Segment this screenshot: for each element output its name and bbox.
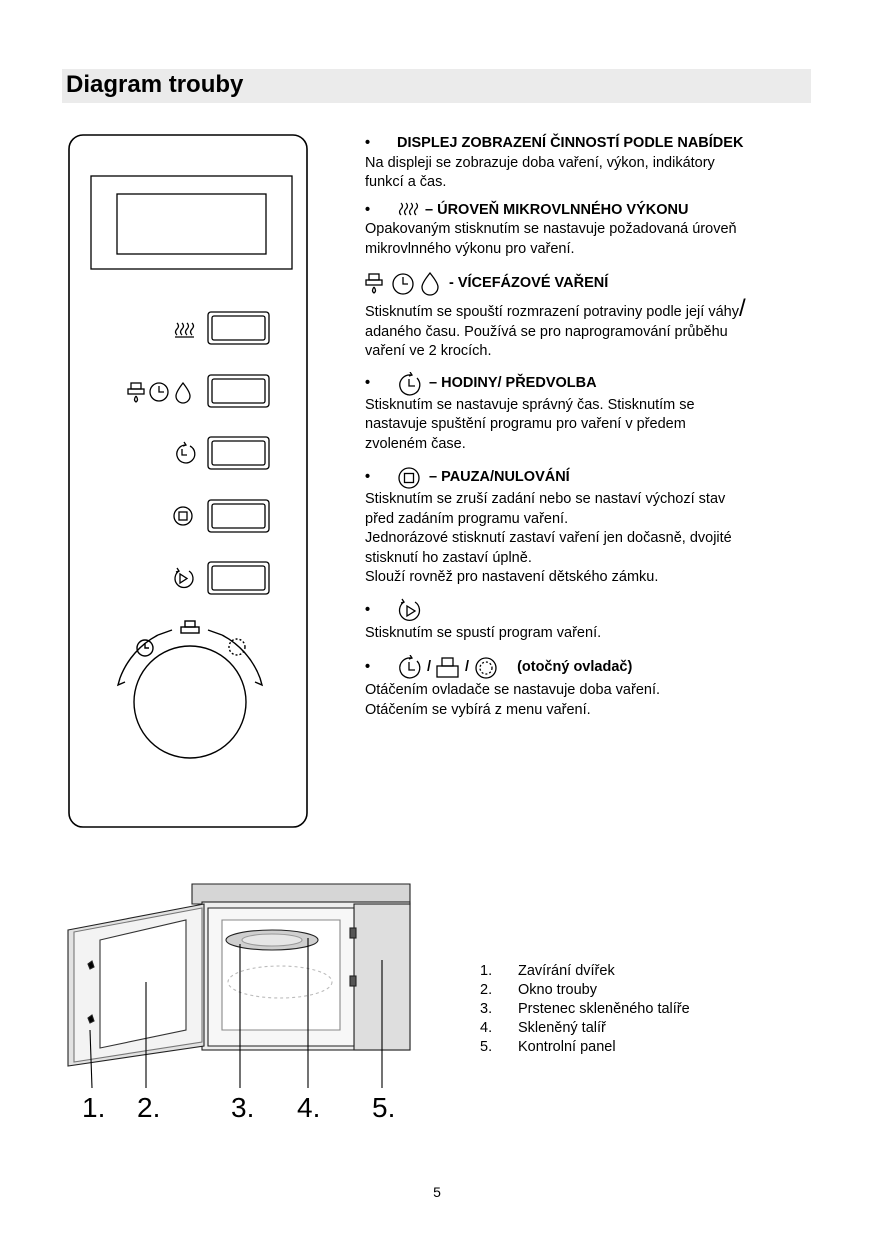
power-button-inner — [211, 315, 266, 341]
clock-button-inner — [211, 440, 266, 466]
title-bar — [62, 69, 811, 103]
callout-2: 2. — [137, 1092, 161, 1123]
turntable-ring — [227, 965, 333, 999]
callout-5: 5. — [372, 1092, 396, 1123]
stop-icon — [398, 467, 420, 489]
start-icon — [174, 567, 194, 589]
glass-plate-inner — [241, 933, 303, 947]
microwave-oven-diagram — [67, 883, 411, 1089]
power-button-outer — [207, 311, 270, 345]
start-icon — [398, 598, 421, 621]
latch-hole-bottom — [349, 975, 357, 987]
defrost-weight-time-icon — [127, 381, 191, 404]
rotary-dial — [116, 620, 264, 759]
latch-hole-top — [349, 927, 357, 939]
parts-legend: 1.Zavírání dvířek 2.Okno trouby 3.Prsten… — [480, 962, 690, 1057]
clock-button-outer — [207, 436, 270, 470]
buttons — [207, 311, 270, 595]
control-panel-diagram — [68, 134, 308, 828]
callout-3: 3. — [231, 1092, 255, 1123]
section-start: • Stisknutím se spustí program vaření. — [365, 598, 820, 644]
section-dial: • / / (otočný ovladač) Otáčením ovladače… — [365, 655, 820, 720]
display-frame — [90, 175, 293, 270]
section-power: • – ÚROVEŇ MIKROVLNNÉHO VÝKONU Opakovaný… — [365, 201, 737, 257]
multistage-button-inner — [211, 378, 266, 404]
defrost-weight-time-icon — [365, 271, 439, 296]
door-hook-bottom — [87, 1014, 95, 1024]
button-descriptions: •DISPLEJ ZOBRAZENÍ ČINNOSTÍ PODLE NABÍDE… — [365, 134, 820, 728]
list-item: 5.Kontrolní panel — [480, 1039, 616, 1055]
dial-arrow-left — [119, 634, 159, 679]
section-multistage: - VÍCEFÁZOVÉ VAŘENÍ Stisknutím se spoušt… — [365, 271, 820, 362]
clock-preset-icon — [399, 371, 421, 396]
door-hook-top — [87, 960, 95, 970]
dial-weight-icon — [436, 657, 459, 678]
callout-1: 1. — [82, 1092, 106, 1123]
stop-button-inner — [211, 503, 266, 529]
clock-preset-icon — [176, 441, 196, 464]
list-item: 2.Okno trouby — [480, 982, 597, 998]
dial-clock-icon — [399, 655, 421, 679]
dial-arrow-right — [221, 634, 261, 679]
section-display: •DISPLEJ ZOBRAZENÍ ČINNOSTÍ PODLE NABÍDE… — [365, 135, 744, 190]
dial-clock-icon — [136, 639, 154, 657]
callout-line-1 — [89, 1029, 93, 1089]
start-button-inner — [211, 565, 266, 591]
list-item: 4.Skleněný talíř — [480, 1020, 606, 1036]
microwave-power-icon — [174, 322, 195, 338]
page-number: 5 — [433, 1184, 441, 1200]
stop-icon — [173, 506, 193, 526]
dial-menu-icon — [228, 638, 246, 656]
section-clock: • – HODINY/ PŘEDVOLBA Stisknutím se nast… — [365, 371, 820, 455]
section-stop: • – PAUZA/NULOVÁNÍ Stisknutím se zruší z… — [365, 466, 820, 588]
dial-menu-icon — [475, 657, 497, 679]
start-button-outer — [207, 561, 270, 595]
page-title: Diagram trouby — [66, 71, 244, 98]
dial-weight-icon — [180, 620, 200, 634]
oven-top — [191, 883, 411, 905]
dial-knob — [133, 645, 247, 759]
list-item: 1.Zavírání dvířek — [480, 963, 615, 979]
list-item: 3.Prstenec skleněného talíře — [480, 1001, 690, 1017]
panel-outline — [68, 134, 308, 828]
callout-4: 4. — [297, 1092, 321, 1123]
display-screen — [116, 193, 267, 255]
microwave-power-icon — [398, 202, 419, 216]
stop-button-outer — [207, 499, 270, 533]
oven-window — [99, 919, 187, 1049]
multistage-button-outer — [207, 374, 270, 408]
